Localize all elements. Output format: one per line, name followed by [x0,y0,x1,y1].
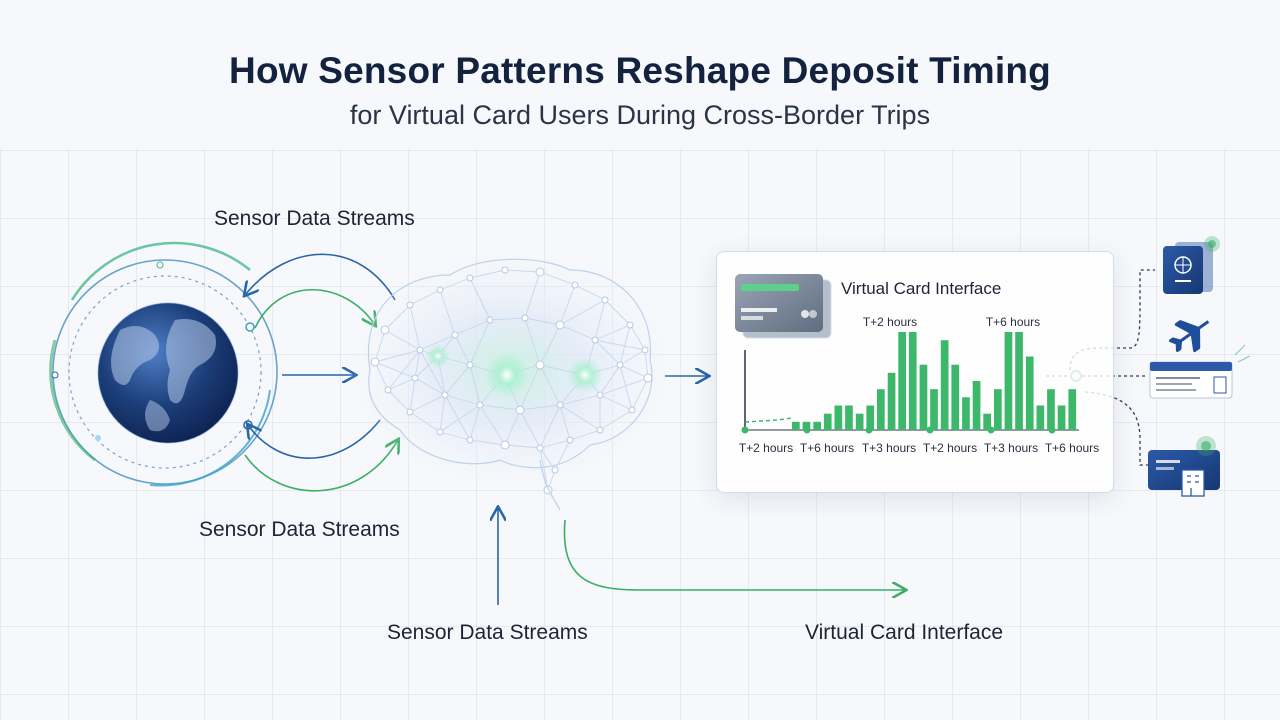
x-tick-label: T+2 hours [922,441,978,455]
chart-bar [834,405,843,430]
label-sensor-streams-left: Sensor Data Streams [199,518,400,541]
chart-bar [983,413,991,430]
chart-bar [1068,389,1077,430]
deposit-timing-chart [741,332,1079,434]
x-tick-label: T+3 hours [983,441,1039,455]
chart-bar [866,405,875,430]
panel-title: Virtual Card Interface [841,279,1002,298]
virtual-card-panel: Virtual Card Interface T+2 hours T+6 hou… [716,251,1114,493]
peak-label: T+6 hours [985,315,1041,329]
x-tick-label: T+2 hours [738,441,794,455]
chart-bar [1057,405,1066,430]
chart-bar [887,372,896,430]
x-tick-dot [865,426,873,434]
chart-bar [1025,356,1034,430]
chart-bar [1047,389,1055,430]
trend-line [744,417,793,423]
hotel-card-icon [1148,436,1220,497]
x-tick-label: T+6 hours [1044,441,1100,455]
label-sensor-streams-bottom: Sensor Data Streams [387,621,588,644]
passport-icon [1163,236,1220,294]
chart-bar [908,332,917,430]
chart-bar [930,389,938,430]
page-subtitle: for Virtual Card Users During Cross-Bord… [349,100,931,130]
x-tick-dot [987,426,995,434]
chart-bar [972,381,981,430]
chart-bar [823,413,832,430]
peak-label: T+2 hours [862,315,918,329]
globe-icon [49,241,278,487]
chart-bar [802,421,811,430]
chart-bar [845,405,853,430]
chart-bar [940,340,949,430]
chart-bar [951,364,960,430]
chart-bar [1004,332,1013,430]
chart-bar [1036,405,1045,430]
card-icon [735,274,832,339]
chart-bar [994,389,1002,430]
boarding-pass-icon [1149,344,1251,399]
chart-bar [1015,332,1023,430]
page-title: How Sensor Patterns Reshape Deposit Timi… [229,50,1051,91]
chart-bar [792,421,800,430]
x-tick-dot [803,426,811,434]
chart-bar [877,389,885,430]
chart-bar [919,364,928,430]
x-tick-dot [1048,426,1056,434]
x-tick-label: T+3 hours [861,441,917,455]
airplane-icon [1169,320,1210,353]
chart-bar [962,397,970,430]
x-tick-label: T+6 hours [799,441,855,455]
brain-network-icon [345,250,675,511]
chart-bar [898,332,906,430]
chart-bar [855,413,864,430]
data-stream-arrows [245,253,905,605]
label-virtual-card-bottom: Virtual Card Interface [805,621,1004,644]
chart-bar [813,421,821,430]
x-tick-dot [741,426,749,434]
label-sensor-streams-top: Sensor Data Streams [214,207,415,230]
x-tick-dot [926,426,934,434]
